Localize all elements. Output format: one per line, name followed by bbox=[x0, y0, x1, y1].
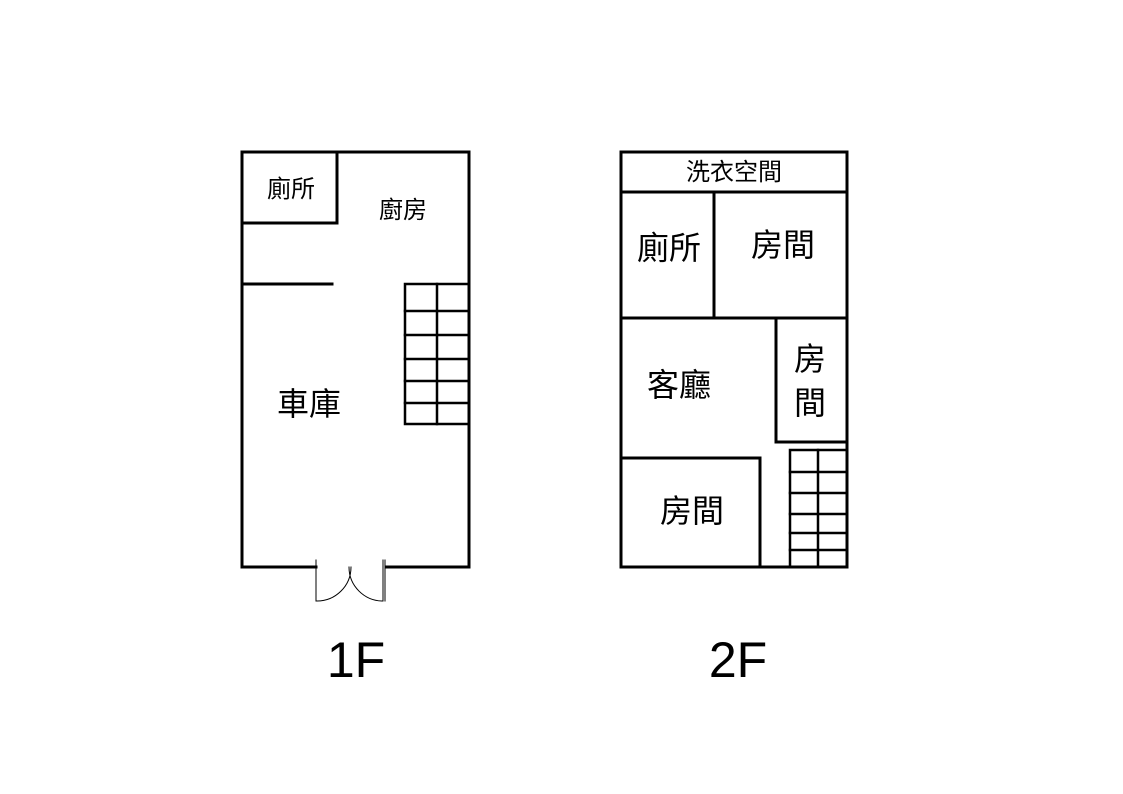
floor-1-staircase bbox=[403, 282, 471, 426]
floor-1-entrance-door bbox=[315, 559, 386, 602]
floor-2-outer-wall bbox=[619, 150, 849, 569]
floor-2-toilet-label: 廁所 bbox=[637, 229, 701, 267]
floor-2-side-room-wall bbox=[774, 316, 849, 444]
floor-2-room-side-label-line1: 房 bbox=[794, 340, 826, 378]
floor-2-room-side-label-line2: 間 bbox=[794, 384, 826, 422]
floor-2-staircase bbox=[788, 448, 849, 569]
floor-1-toilet-label: 廁所 bbox=[267, 175, 315, 203]
floor-2-bottom-room-wall bbox=[619, 456, 762, 569]
floor-2-room-bottom-label: 房間 bbox=[660, 492, 724, 530]
floor-1-label: 1F bbox=[327, 632, 385, 688]
floor-1-plan bbox=[240, 150, 471, 602]
floor-2-laundry-label: 洗衣空間 bbox=[686, 158, 782, 186]
floor-2-living-label: 客廳 bbox=[647, 366, 711, 404]
floor-1-garage-label: 車庫 bbox=[277, 385, 341, 423]
floor-2-room-top-label: 房間 bbox=[751, 226, 815, 264]
floor-1-toilet-wall bbox=[240, 150, 339, 225]
floor-2-plan bbox=[619, 150, 849, 569]
floor-2-label: 2F bbox=[709, 632, 767, 688]
floor-1-kitchen-label: 廚房 bbox=[379, 196, 427, 224]
